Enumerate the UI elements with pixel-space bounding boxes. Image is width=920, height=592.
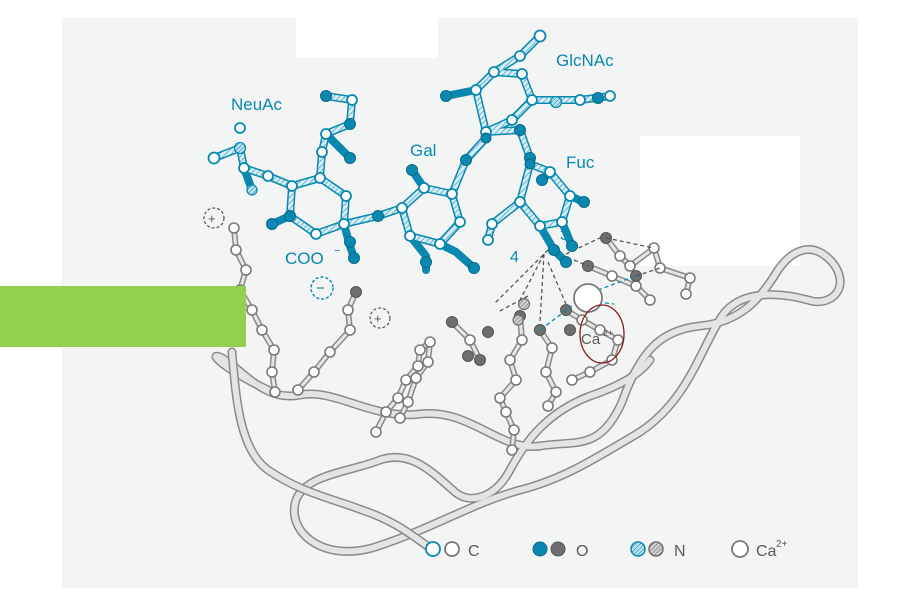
legend-carbon-blue-icon [425,541,441,557]
charge-markers [203,207,391,329]
legend-nitrogen-gray-icon [648,541,664,557]
label-position-4: 4 [510,249,519,266]
legend-carbon-gray-icon [444,541,460,557]
legend-oxygen-gray-icon [550,541,566,557]
label-neuac: NeuAc [231,95,283,114]
label-position-3: 3 [560,227,569,244]
positive-charge: + [208,211,216,226]
legend-label-n: N [674,543,686,560]
positive-charge: + [374,311,382,326]
highlight-bar [0,286,246,347]
legend-label-ca: Ca [756,543,777,560]
hydrogen-bonds [493,235,661,331]
legend-calcium-icon [731,540,749,558]
structure-labels: NeuAc Gal GlcNAc Fuc COO − 3 4 Ca 2+ + +… [208,51,614,348]
negative-charge: − [316,280,325,297]
label-fuc: Fuc [566,153,595,172]
protein-backbone [211,245,845,556]
background-notch [296,18,438,58]
background-notch [640,136,800,266]
label-coo-charge: − [334,245,340,257]
legend-oxygen-blue-icon [532,541,548,557]
label-coo: COO [285,249,324,268]
legend-label-c: C [468,543,480,560]
calcium-ion [573,283,625,364]
legend-label-o: O [576,543,588,560]
legend-label-ca-charge: 2+ [776,539,788,550]
legend: C O N Ca 2+ [425,539,788,560]
label-glcnac: GlcNAc [556,51,614,70]
protein-side-chains [228,222,696,456]
label-gal: Gal [410,141,436,160]
legend-nitrogen-blue-icon [630,541,646,557]
carbohydrate-ligand [207,29,616,274]
label-calcium: Ca [581,331,601,348]
label-calcium-charge: 2+ [603,328,613,338]
